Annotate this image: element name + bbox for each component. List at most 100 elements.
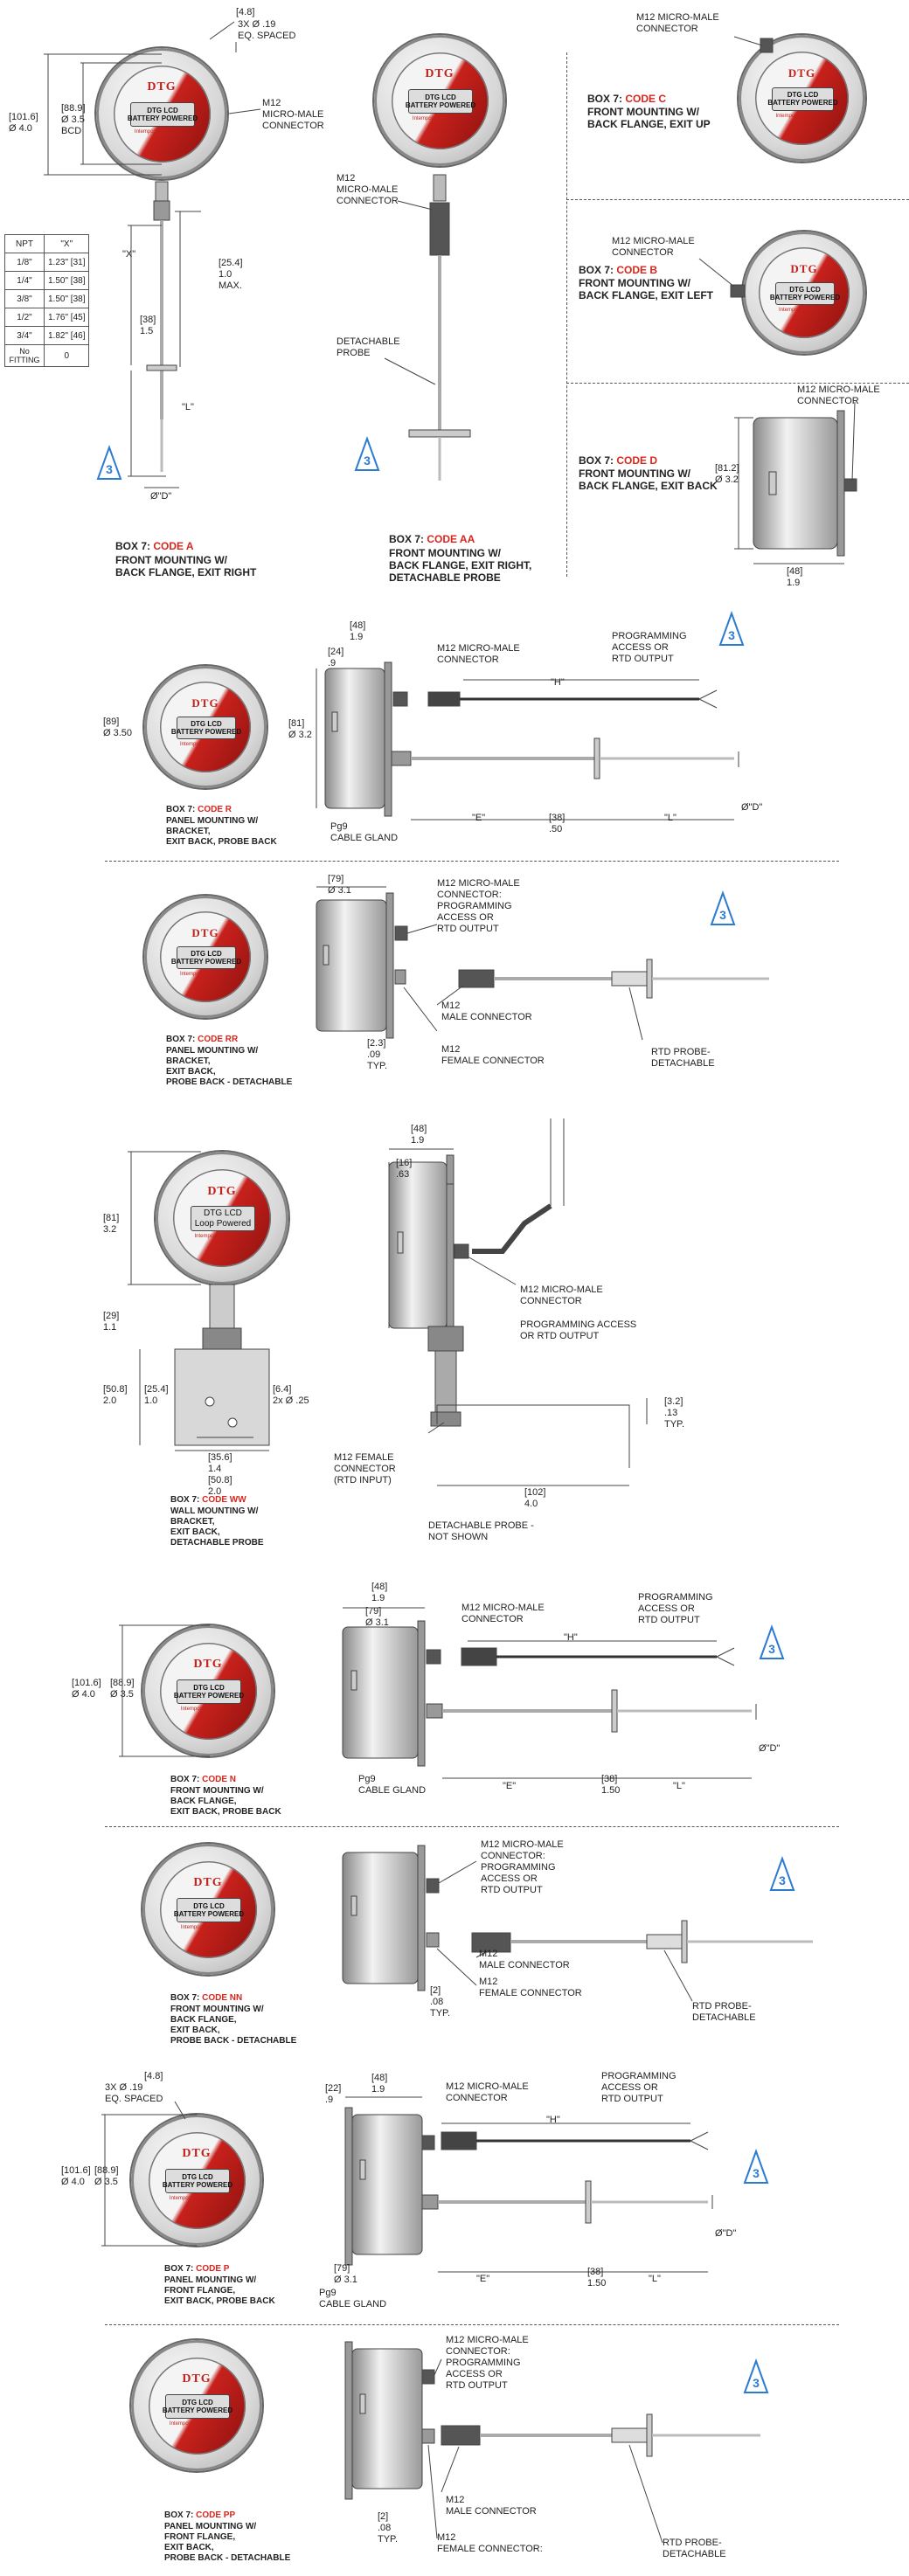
dim-label: [25.4] 1.0 MAX. [219,258,243,291]
dim-label: "E" [476,2274,490,2284]
connector-label: M12 MICRO-MALE CONNECTOR [262,98,324,131]
code-d-lines [734,401,857,564]
dim-label: "H" [564,1632,578,1643]
connector-label: M12 MICRO-MALE CONNECTOR [520,1285,603,1306]
dim-label: [38] 1.50 [601,1774,621,1796]
dim-label: [35.6] 1.4 [208,1452,232,1474]
brand-label: Intempco [194,1233,217,1239]
3a-sanitary-icon: 3 [743,2358,769,2394]
box-code: CODE D [616,454,658,467]
dim-label: Ø"D" [759,1743,781,1754]
dim-label: "L" [664,813,677,823]
connector-label: M12 MICRO-MALE CONNECTOR [437,643,520,665]
svg-text:3: 3 [364,454,371,467]
dim-label: "E" [503,1781,517,1791]
svg-text:3: 3 [753,2166,760,2180]
dim-label: [2.3] .09 TYP. [367,1038,388,1071]
female-connector-label: M12 FEMALE CONNECTOR [441,1044,545,1066]
box-title: BOX 7: CODE B [579,264,657,276]
divider [105,2324,839,2325]
male-connector-label: M12 MALE CONNECTOR [446,2495,537,2517]
divider [566,199,909,200]
lcd-display: DTG LCD BATTERY POWERED [163,2393,232,2420]
gauge: DTG DTG LCD BATTERY POWERED Intempco [131,2115,262,2246]
gauge: DTG DTG LCD BATTERY POWERED Intempco [144,666,267,788]
connector-label: M12 MICRO-MALE CONNECTOR: PROGRAMMING AC… [446,2335,529,2391]
gauge-logo: DTG [182,2372,212,2386]
3a-sanitary-icon: 3 [354,436,380,472]
gauge-logo: DTG [790,261,818,275]
gauge-face: DTG DTG LCD BATTERY POWERED Intempco [159,1642,257,1740]
box-code: CODE B [616,264,658,276]
gauge-face: DTG DTG LCD BATTERY POWERED Intempco [148,2357,246,2455]
box-prefix: BOX 7: [389,533,427,545]
box-prefix: BOX 7: [166,805,198,814]
brand-label: Intempco [778,307,801,313]
brand-label: Intempco [179,741,202,747]
box-title: BOX 7: CODE PP [164,2510,235,2522]
box-description: PANEL MOUNTING W/ BRACKET, EXIT BACK, PR… [166,1046,293,1087]
svg-text:3: 3 [753,2376,760,2390]
brand-label: Intempco [180,1706,203,1712]
table-row: 3/8"1.50" [38] [4,289,90,308]
dim-label: [48] 1.9 [787,566,803,588]
gauge-face: DTG DTG LCD BATTERY POWERED Intempco [148,2131,246,2229]
brand-label: Intempco [169,2420,191,2427]
box-prefix: BOX 7: [164,2510,197,2520]
dim-label: [79] Ø 3.1 [365,1606,389,1628]
brand-label: Intempco [775,113,798,119]
connector-label: M12 MICRO-MALE CONNECTOR [636,12,719,34]
gauge-logo: DTG [193,1658,223,1672]
code-r-lines [316,661,739,821]
box-description: FRONT MOUNTING W/ BACK FLANGE, EXIT LEFT [579,277,713,301]
table-row: 3/4"1.82" [46] [4,326,90,345]
code-n-lines [119,1607,757,1779]
3a-sanitary-icon: 3 [759,1624,785,1660]
dim-label: [79] Ø 3.1 [328,874,351,896]
gauge: DTG DTG LCD Loop Powered Intempco [156,1152,288,1285]
male-connector-label: M12 MALE CONNECTOR [479,1949,570,1970]
lcd-display: DTG LCD BATTERY POWERED [171,716,241,740]
lcd-display: DTG LCD BATTERY POWERED [174,1679,244,1705]
table-row: 1/2"1.76" [45] [4,308,90,327]
rtd-probe-label: RTD PROBE- DETACHABLE [692,2001,756,2023]
dim-label: [81] 3.2 [103,1213,120,1235]
dim-label: [3.2] .13 TYP. [664,1396,685,1430]
rtd-probe-label: RTD PROBE- DETACHABLE [651,1047,715,1069]
box-title: BOX 7: CODE A [115,540,194,552]
gauge-logo: DTG [191,696,219,710]
gauge: DTG DTG LCD BATTERY POWERED Intempco [142,1844,274,1975]
box-description: PANEL MOUNTING W/ BRACKET, EXIT BACK, PR… [166,816,277,847]
dim-label: [50.8] 2.0 [208,1475,232,1497]
dim-label: [101.6] Ø 4.0 [72,1678,101,1700]
connector-label: M12 MICRO-MALE CONNECTOR [461,1603,545,1624]
brand-label: Intempco [179,971,202,977]
svg-text:3: 3 [719,908,726,922]
gauge: DTG DTG LCD BATTERY POWERED Intempco [739,35,865,162]
box-code: CODE C [625,93,667,105]
gauge: DTG DTG LCD BATTERY POWERED Intempco [374,35,505,166]
table-cell: No FITTING [4,344,45,367]
dim-label: [79] Ø 3.1 [334,2263,357,2285]
box-prefix: BOX 7: [166,1035,198,1044]
box-title: BOX 7: CODE NN [170,1992,242,2005]
box-code: CODE PP [196,2510,236,2520]
gauge-face: DTG DTG LCD BATTERY POWERED Intempco [160,682,251,772]
code-nn-lines [342,1845,813,2002]
cable-gland-label: Pg9 CABLE GLAND [319,2288,387,2309]
box-code: CODE P [196,2264,230,2274]
gauge: DTG DTG LCD BATTERY POWERED Intempco [743,232,865,354]
3a-sanitary-icon: 3 [710,890,736,926]
dim-label: "L" [673,1781,685,1791]
dim-label: [89] Ø 3.50 [103,717,133,738]
dim-label: [102] 4.0 [524,1487,546,1509]
box-description: FRONT MOUNTING W/ BACK FLANGE, EXIT BACK [579,467,718,492]
programming-label: PROGRAMMING ACCESS OR RTD OUTPUT [612,631,687,664]
box-title: BOX 7: CODE AA [389,533,475,545]
dim-label: [101.6] Ø 4.0 [9,112,38,134]
dim-label: [38] .50 [549,813,566,834]
lcd-display: DTG LCD BATTERY POWERED [128,101,198,128]
dim-label: [25.4] 1.0 [144,1384,169,1406]
gauge-logo: DTG [182,2147,212,2161]
cable-gland-label: Pg9 CABLE GLAND [358,1774,427,1796]
